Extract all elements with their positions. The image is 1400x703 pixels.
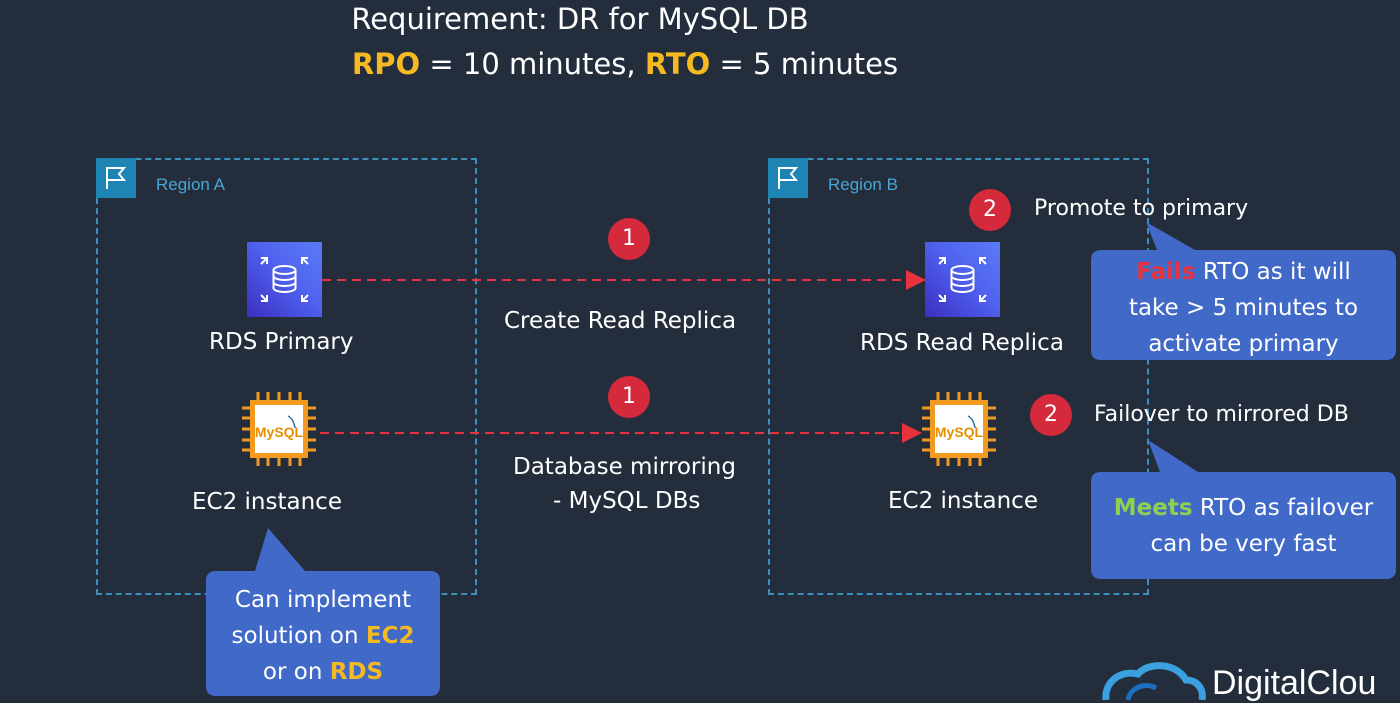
title-line1: Requirement: DR for MySQL DB: [351, 2, 809, 36]
meets-callout-bubble: [1091, 440, 1396, 579]
mysql-chip-icon: MySQL: [918, 388, 1000, 470]
step-badge-2: 2: [969, 189, 1011, 231]
rpo-label: RPO: [351, 47, 421, 81]
ec2-line1: Can implement: [234, 587, 412, 613]
meets-line1-rest: RTO as failover: [1192, 495, 1374, 521]
ec2-line2-pre: solution on: [231, 623, 366, 649]
rto-value: = 5 minutes: [710, 47, 899, 81]
svg-text:MySQL: MySQL: [255, 424, 304, 440]
diagram-subtitle: RPO = 10 minutes, RTO = 5 minutes: [325, 47, 925, 81]
fails-word: Fails: [1136, 259, 1196, 285]
diagram-title: Requirement: DR for MySQL DB: [320, 2, 840, 36]
promote-label: Promote to primary: [1034, 196, 1249, 221]
cloud-logo-icon: [1102, 662, 1206, 700]
mirroring-label-line1: Database mirroring: [513, 454, 736, 480]
rto-label: RTO: [644, 47, 711, 81]
region-b-box: [768, 158, 1149, 595]
flag-icon: [768, 158, 808, 198]
ec2-highlight: EC2: [365, 623, 415, 649]
ec2-callout-text: Can implement solution on EC2 or on RDS: [206, 582, 440, 690]
meets-line2: can be very fast: [1150, 531, 1337, 557]
svg-text:MySQL: MySQL: [935, 424, 984, 440]
fails-line3: activate primary: [1148, 331, 1339, 357]
failover-label: Failover to mirrored DB: [1094, 402, 1349, 427]
rds-database-icon: [925, 242, 1000, 317]
brand-name: DigitalClou: [1212, 664, 1377, 702]
mirroring-label-line2: - MySQL DBs: [553, 488, 701, 514]
ec2-callout-bubble: [206, 528, 440, 696]
rds-primary-label: RDS Primary: [209, 329, 354, 355]
mysql-chip-icon: MySQL: [238, 388, 320, 470]
rds-highlight: RDS: [329, 659, 384, 685]
fails-line2: take > 5 minutes to: [1128, 295, 1359, 321]
fails-callout-text: Fails RTO as it will take > 5 minutes to…: [1091, 254, 1396, 362]
rds-replica-label: RDS Read Replica: [860, 330, 1064, 356]
region-b-label: Region B: [828, 175, 898, 194]
flag-icon: [96, 158, 136, 198]
region-a-label: Region A: [156, 175, 225, 194]
rpo-value: = 10 minutes,: [420, 47, 645, 81]
step-badge-1: 1: [608, 218, 650, 260]
ec2-line3-pre: or on: [262, 659, 330, 685]
fails-line1-rest: RTO as it will: [1195, 259, 1351, 285]
rds-database-icon: [247, 242, 322, 317]
meets-callout-text: Meets RTO as failover can be very fast: [1091, 490, 1396, 562]
fails-callout-bubble: [1091, 222, 1396, 360]
create-replica-label: Create Read Replica: [504, 308, 737, 334]
ec2-b-label: EC2 instance: [888, 488, 1038, 514]
step-badge-1: 1: [608, 376, 650, 418]
ec2-a-label: EC2 instance: [192, 489, 342, 515]
meets-word: Meets: [1113, 495, 1193, 521]
step-badge-2: 2: [1030, 394, 1072, 436]
